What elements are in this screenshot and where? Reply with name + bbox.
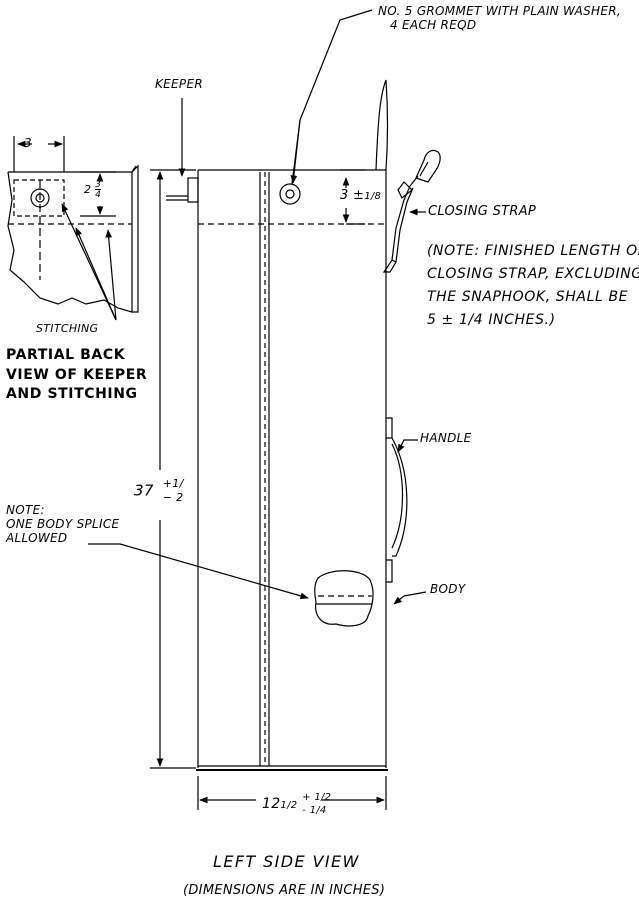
keeper-height-dim: 2 3 4 [84,180,102,200]
keeper-width-dim: 3 [24,136,32,150]
body-splice-detail [314,570,374,627]
height-dimension [150,169,196,769]
handle [386,417,418,583]
strap-note: (NOTE: FINISHED LENGTH OF CLOSING STRAP,… [427,243,639,329]
closing-strap-label: CLOSING STRAP [428,204,537,219]
body-leader [393,591,427,605]
grommet-offset-dimension [340,169,365,225]
splice-leader [88,543,309,600]
grommet-leader [291,9,373,185]
splice-note: NOTE: ONE BODY SPLICE ALLOWED [6,503,120,545]
height-dim: 37 +1/ − 2 [134,477,184,504]
width-dimension [197,776,387,810]
view-title: LEFT SIDE VIEW [213,852,360,871]
grommet-offset-dim: 3 ±1/8 [340,188,382,203]
width-dim: 121/2 + 1/2 - 1/4 [262,792,332,816]
partial-back-view [7,136,139,313]
handle-label: HANDLE [420,431,472,445]
keeper-label: KEEPER [155,77,203,91]
keeper-strap [166,98,199,203]
partial-view-caption: PARTIAL BACK VIEW OF KEEPER AND STITCHIN… [6,347,148,403]
grommet [279,183,301,205]
stitching-label: STITCHING [36,322,99,335]
body-label: BODY [430,582,466,596]
closing-strap [382,149,441,273]
view-subtitle: (DIMENSIONS ARE IN INCHES) [183,883,386,898]
grommet-label: NO. 5 GROMMET WITH PLAIN WASHER, 4 EACH … [378,4,622,32]
stitching-leaders [61,203,117,321]
